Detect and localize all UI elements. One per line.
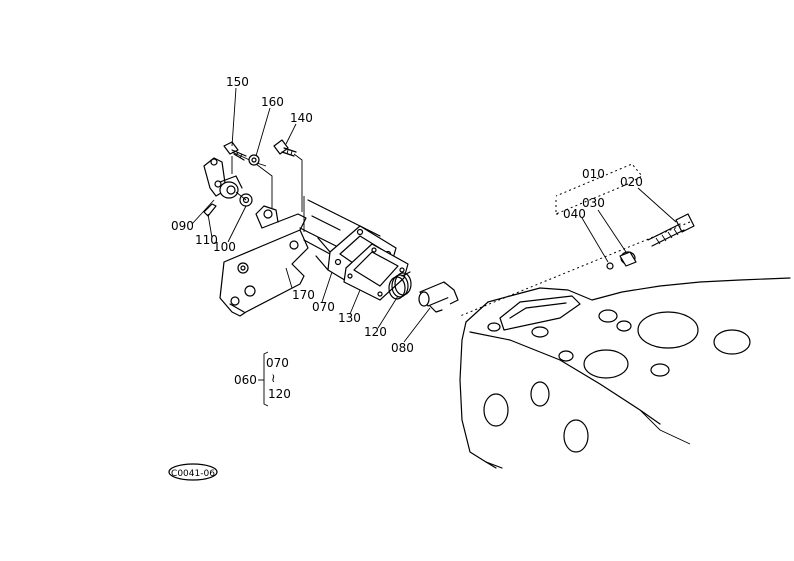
label-030: 030 [582,196,605,210]
label-120: 120 [364,325,387,339]
bolt-140 [273,139,303,212]
bolt-150 [223,141,267,167]
label-010: 010 [582,167,605,181]
engine-block [459,277,791,469]
label-070: 070 [312,300,335,314]
label-090: 090 [171,219,194,233]
group-top-label: 070 [266,356,289,370]
label-160: 160 [261,95,284,109]
washer-160 [248,154,260,166]
plate-170 [219,199,381,317]
drawing-code-stamp: C0041-06 [168,463,218,481]
callout-leaders [191,87,677,343]
lever-090 [203,157,243,199]
label-170: 170 [292,288,315,302]
assembly-group-060: 060 070 ≀ 120 [234,351,291,407]
bolt-set-010 [459,163,695,317]
label-040: 040 [563,207,586,221]
label-140: 140 [290,111,313,125]
group-parent-label: 060 [234,373,257,387]
label-020: 020 [620,175,643,189]
label-130: 130 [338,311,361,325]
drawing-code: C0041-06 [171,469,215,479]
part-labels: 150 160 140 010 020 030 040 090 110 100 … [171,75,643,355]
label-080: 080 [391,341,414,355]
group-bottom-label: 120 [268,387,291,401]
assembly-guides [231,156,305,232]
label-100: 100 [213,240,236,254]
label-110: 110 [195,233,218,247]
spring-120 [388,271,412,300]
pin-110 [203,203,217,217]
label-150: 150 [226,75,249,89]
shaft-080 [418,281,459,313]
group-range-mark: ≀ [271,371,276,385]
